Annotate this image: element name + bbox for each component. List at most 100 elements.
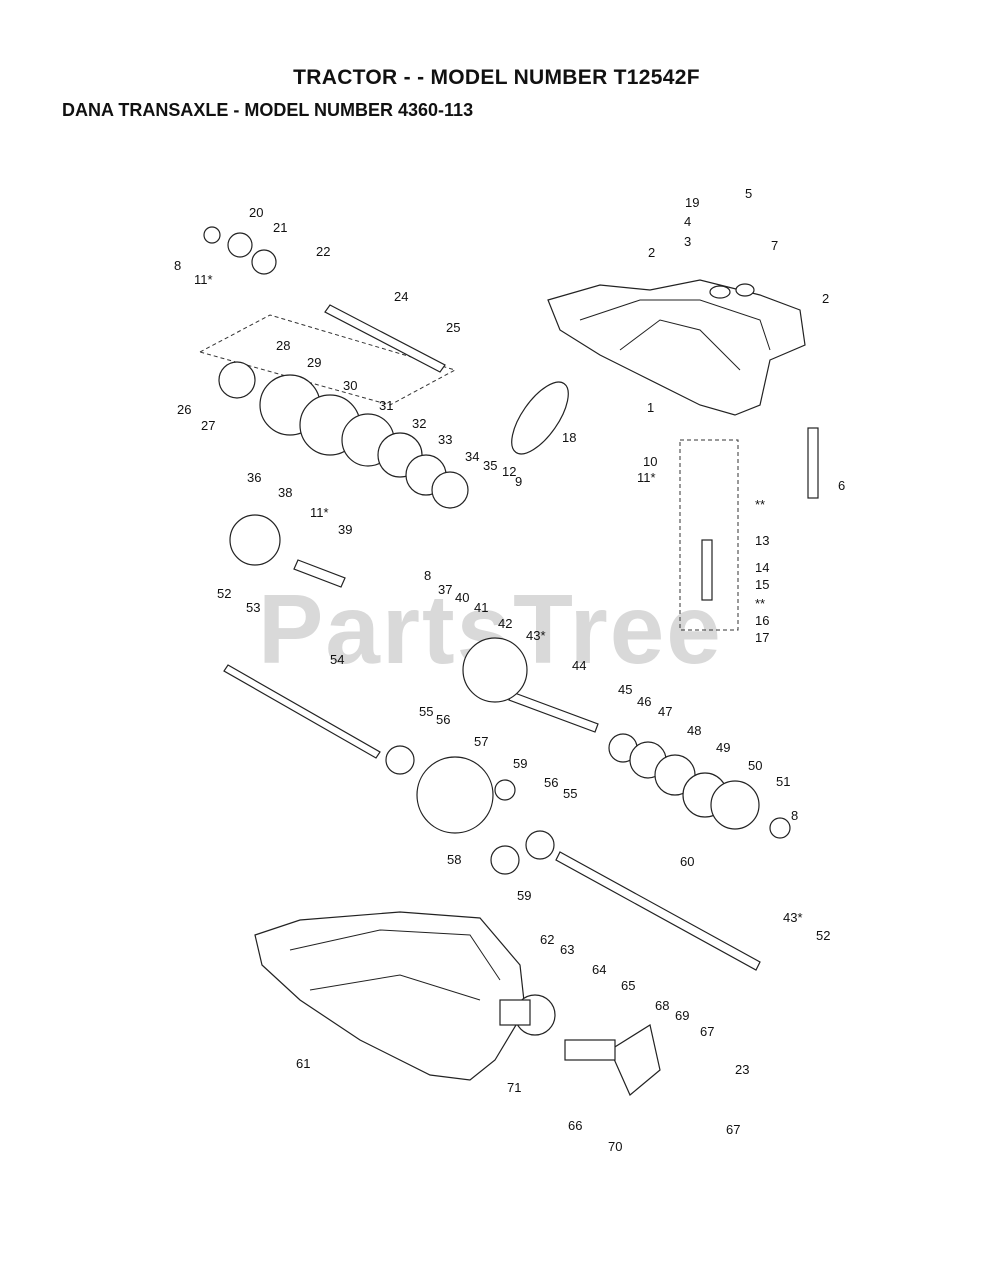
callout-label: 17 [755,630,769,645]
callout-label: 43* [783,910,803,925]
gear-stack [203,226,791,1036]
callout-label: 29 [307,355,321,370]
chain-18 [511,381,569,455]
callout-label: 32 [412,416,426,431]
callout-label: 54 [330,652,344,667]
callout-label: 10 [643,454,657,469]
callout-label: 2 [648,245,655,260]
callout-label: 16 [755,613,769,628]
callout-label: 12 [502,464,516,479]
callout-label: 52 [816,928,830,943]
callout-label: 67 [726,1122,740,1137]
shift-assembly-outline [679,439,739,631]
callout-label: 63 [560,942,574,957]
callout-label: 23 [735,1062,749,1077]
callout-label: 67 [700,1024,714,1039]
callout-label: 11* [310,505,329,520]
callout-label: 27 [201,418,215,433]
callout-label: 38 [278,485,292,500]
callout-label: 8 [791,808,798,823]
callout-label: 14 [755,560,769,575]
callout-label: 11* [637,470,656,485]
callout-label: 46 [637,694,651,709]
shaft-39 [293,559,346,588]
callout-label: 43* [526,628,546,643]
callout-label: 56 [544,775,558,790]
callout-label: 19 [685,195,699,210]
callout-label: 18 [562,430,576,445]
callout-label: 50 [748,758,762,773]
callout-label: 55 [563,786,577,801]
callout-label: 3 [684,234,691,249]
shaft-44 [508,691,599,733]
callout-label: 24 [394,289,408,304]
lower-housing [254,911,526,1081]
callout-label: 69 [675,1008,689,1023]
callout-label: 37 [438,582,452,597]
callout-label: 45 [618,682,632,697]
callout-label: 11* [194,272,213,287]
upper-housing [547,279,806,416]
callout-label: 40 [455,590,469,605]
callout-label: 71 [507,1080,521,1095]
callout-label: 9 [515,474,522,489]
callout-label: 57 [474,734,488,749]
page-title: TRACTOR - - MODEL NUMBER T12542F [293,66,700,89]
callout-label: 20 [249,205,263,220]
callout-label: 53 [246,600,260,615]
callout-label: 34 [465,449,479,464]
shaft-24 [324,304,446,373]
callout-label: 15 [755,577,769,592]
callout-label: 22 [316,244,330,259]
callout-label: 49 [716,740,730,755]
callout-label: 26 [177,402,191,417]
callout-label: 59 [517,888,531,903]
callout-label: 68 [655,998,669,1013]
callout-label: 62 [540,932,554,947]
callout-label: 7 [771,238,778,253]
axle-60 [555,851,761,971]
callout-label: 70 [608,1139,622,1154]
callout-label: 39 [338,522,352,537]
pin-6 [807,427,819,499]
callout-label: 8 [174,258,181,273]
assembly-outline [198,314,457,406]
callout-label: 60 [680,854,694,869]
callout-label: 6 [838,478,845,493]
callout-label: 13 [755,533,769,548]
callout-label: 41 [474,600,488,615]
callout-label: 56 [436,712,450,727]
callout-label: 44 [572,658,586,673]
callout-label: 33 [438,432,452,447]
callout-label: 21 [273,220,287,235]
callout-label: 52 [217,586,231,601]
callout-label: 1 [647,400,654,415]
callout-labels: 1 2 2 3 4 5 6 7 8 8 8 9 10 11* 11* 11* 1… [174,186,845,1154]
callout-label: 35 [483,458,497,473]
callout-label: ** [755,497,765,512]
callout-label: 55 [419,704,433,719]
shift-shaft-14 [701,539,713,601]
callout-label: 2 [822,291,829,306]
callout-label: 51 [776,774,790,789]
callout-label: 30 [343,378,357,393]
page-subtitle: DANA TRANSAXLE - MODEL NUMBER 4360-113 [62,100,474,120]
shaft-54 [223,664,381,759]
callout-label: 59 [513,756,527,771]
callout-label: 65 [621,978,635,993]
callout-label: 4 [684,214,691,229]
callout-label: 25 [446,320,460,335]
callout-label: 47 [658,704,672,719]
callout-label: 5 [745,186,752,201]
callout-label: 36 [247,470,261,485]
callout-label: 61 [296,1056,310,1071]
callout-label: 31 [379,398,393,413]
callout-label: 28 [276,338,290,353]
brake-assembly [499,999,661,1096]
callout-label: 64 [592,962,606,977]
callout-label: 42 [498,616,512,631]
callout-label: 8 [424,568,431,583]
callout-label: 58 [447,852,461,867]
